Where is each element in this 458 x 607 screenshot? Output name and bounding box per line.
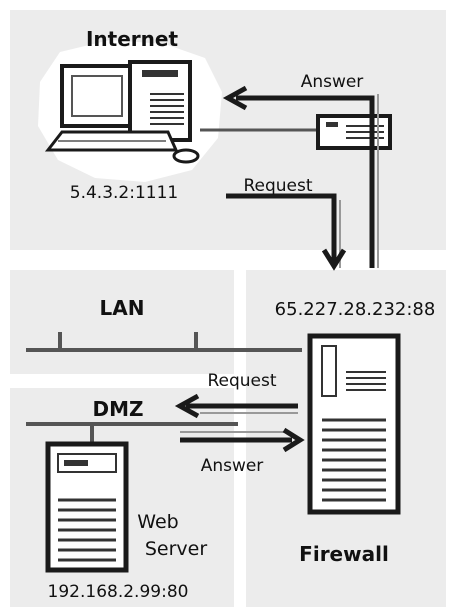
computer-icon: [44, 60, 200, 164]
internet-request-arrow: [226, 193, 347, 271]
dmz-answer-arrow: [180, 427, 305, 453]
firewall-address: 65.227.28.232:88: [275, 299, 436, 320]
internet-device-icon: [316, 114, 392, 150]
firewall-zone-label: Firewall: [299, 542, 389, 566]
internet-request-label: Request: [243, 176, 312, 196]
web-server-address: 192.168.2.99:80: [48, 582, 189, 602]
internet-answer-label: Answer: [301, 72, 364, 92]
internet-answer-arrow: [222, 85, 379, 268]
web-server-label-line1: Web: [137, 511, 178, 533]
client-address: 5.4.3.2:1111: [70, 183, 178, 203]
lan-zone-label: LAN: [100, 296, 145, 320]
dmz-request-arrow: [174, 393, 298, 419]
dmz-bus: [26, 422, 238, 442]
dmz-request-label: Request: [207, 371, 276, 391]
lan-bus: [26, 332, 302, 352]
firewall-server-icon: [307, 333, 401, 515]
dmz-zone-label: DMZ: [92, 397, 143, 421]
web-server-icon: [45, 441, 129, 573]
internet-zone-label: Internet: [86, 27, 178, 51]
lan-zone: [10, 270, 234, 374]
web-server-label-line2: Server: [145, 538, 207, 560]
dmz-answer-label: Answer: [201, 456, 264, 476]
